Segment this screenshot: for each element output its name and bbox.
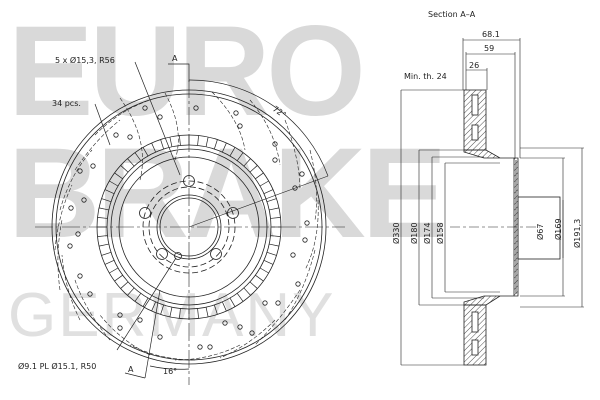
dia-67: Ø67 <box>535 224 545 240</box>
section-mark-top: A <box>172 54 178 63</box>
bolt-holes-label: 5 x Ø15,3, R56 <box>55 55 115 65</box>
min-thickness-label: Min. th. 24 <box>404 72 447 81</box>
dia-180: Ø180 <box>409 222 419 244</box>
drill-holes-label: 34 pcs. <box>52 99 81 108</box>
disc-section-view <box>400 38 584 366</box>
pilot-holes-label: Ø9.1 PL Ø15.1, R50 <box>18 361 96 371</box>
angle-top-label: 72° <box>271 104 288 120</box>
width-59: 59 <box>484 44 494 53</box>
width-68-1: 68.1 <box>482 30 500 39</box>
watermark-euro: EURO <box>8 0 366 143</box>
dia-191-3: Ø191,3 <box>572 219 582 248</box>
width-26: 26 <box>469 61 479 70</box>
dia-330: Ø330 <box>391 222 401 244</box>
dia-158: Ø158 <box>435 222 445 244</box>
section-title: Section A–A <box>428 10 476 19</box>
dia-174: Ø174 <box>422 222 432 244</box>
dia-169: Ø169 <box>553 218 563 240</box>
section-mark-bottom: A <box>128 365 134 374</box>
angle-bottom-label: 16° <box>163 367 177 376</box>
disc-front-view <box>35 61 345 385</box>
